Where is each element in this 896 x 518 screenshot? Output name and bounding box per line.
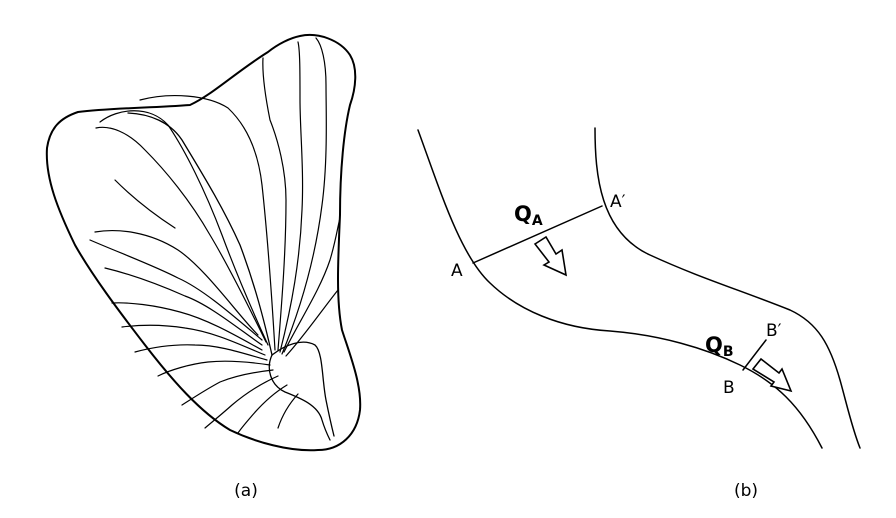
label-discharge-a-sub: A — [532, 213, 543, 229]
label-point-b-prime: B′ — [766, 321, 782, 341]
outlet-valley-right — [271, 341, 335, 437]
label-point-b: B — [723, 378, 735, 398]
label-discharge-a: QA — [514, 202, 543, 229]
label-point-a: A — [451, 261, 463, 281]
river-bank-left — [417, 129, 823, 449]
label-discharge-b: QB — [705, 333, 734, 360]
label-discharge-b-sub: B — [723, 344, 734, 360]
outlet-valley-left — [268, 354, 331, 441]
flow-arrow-a-icon — [533, 235, 568, 277]
label-discharge-a-main: Q — [514, 202, 532, 226]
caption-panel-b: (b) — [734, 481, 758, 501]
river-bank-right — [594, 127, 861, 449]
panel-b-river — [417, 127, 861, 449]
label-point-a-prime: A′ — [610, 192, 626, 212]
tributaries — [95, 37, 341, 357]
flow-arrow-b-icon — [751, 357, 793, 393]
basin-outline — [45, 34, 362, 452]
panel-a-basin — [45, 34, 362, 452]
main-channel — [127, 112, 273, 356]
cross-section-b — [742, 339, 767, 371]
cross-section-a — [472, 205, 603, 264]
label-discharge-b-main: Q — [705, 333, 723, 357]
caption-panel-a: (a) — [234, 481, 258, 501]
small-tributaries — [89, 179, 299, 434]
